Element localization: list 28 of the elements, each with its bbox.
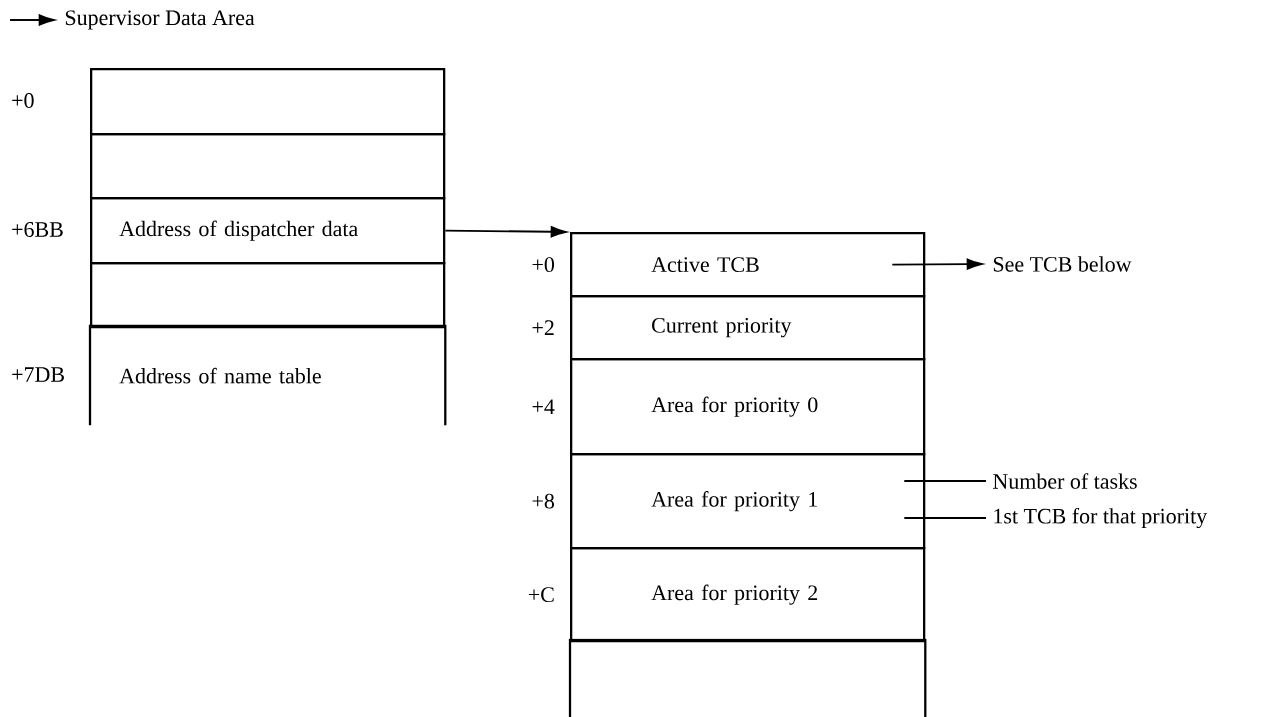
memory-cell: Address of dispatcher data	[90, 197, 446, 265]
memory-cell	[568, 638, 927, 717]
offset-label: +0	[532, 257, 555, 273]
label-text: Number of tasks	[993, 473, 1137, 489]
offset-label: +6BB	[12, 222, 63, 237]
memory-cell: Address of name table	[88, 324, 447, 426]
offset-label: +C	[528, 587, 554, 603]
leader-line	[903, 517, 987, 519]
memory-cell	[90, 262, 446, 329]
arrow	[444, 226, 567, 238]
label-text: Supervisor Data Area	[65, 10, 255, 30]
memory-cell: Area for priority 0	[570, 358, 926, 456]
memory-cell: Active TCB	[570, 232, 926, 298]
memory-cell	[90, 68, 446, 136]
arrow	[891, 258, 983, 270]
offset-label: +8	[532, 493, 555, 509]
memory-cell: Current priority	[570, 295, 926, 361]
arrow	[9, 14, 55, 26]
memory-cell	[90, 133, 446, 200]
label-text: 1st TCB for that priority	[994, 507, 1208, 529]
memory-cell: Area for priority 2	[570, 547, 926, 643]
offset-label: +0	[12, 93, 34, 108]
leader-line	[903, 480, 987, 482]
offset-label: +4	[532, 399, 555, 414]
memory-cell: Area for priority 1	[570, 453, 926, 550]
offset-label: +2	[532, 320, 554, 335]
label-text: See TCB below	[993, 256, 1132, 272]
offset-label: +7DB	[12, 367, 64, 382]
